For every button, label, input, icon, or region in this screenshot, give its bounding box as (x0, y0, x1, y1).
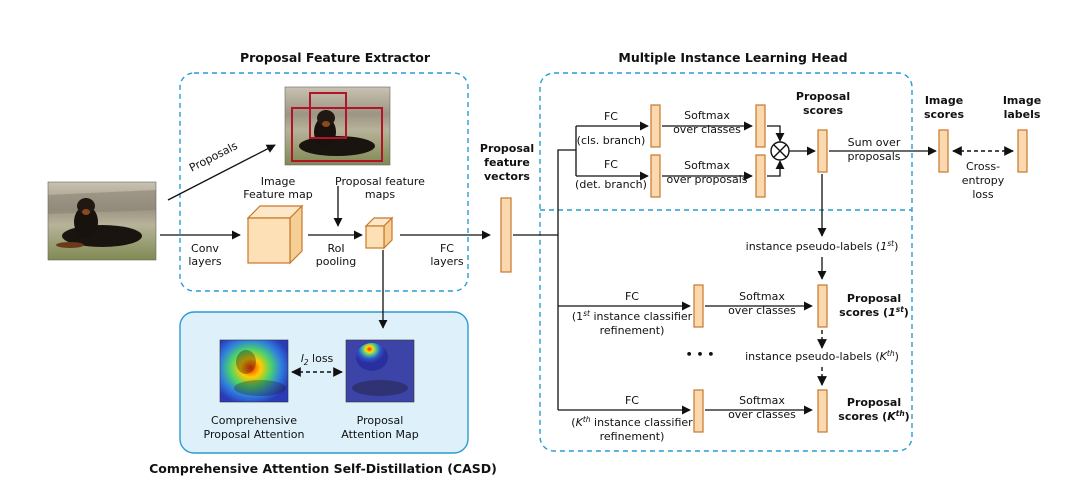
roi-label-2: pooling (316, 255, 357, 268)
conv-label-1: Conv (191, 242, 219, 255)
fanout-trunk (557, 149, 576, 410)
roi-label-1: RoI (327, 242, 344, 255)
softmax-det-2: over proposals (667, 173, 748, 186)
image-labels-label-2: labels (1004, 108, 1041, 121)
sum-label-2: proposals (848, 150, 901, 163)
image-labels-label-1: Image (1003, 94, 1041, 107)
refine1-softmax-2: over classes (728, 304, 796, 317)
conv-label-2: layers (188, 255, 222, 268)
ce-label-3: loss (972, 188, 994, 201)
proposal-attention-map (345, 339, 415, 403)
pseudo-labels-k: instance pseudo-labels (Kth) (745, 349, 899, 363)
vectors-label-3: vectors (484, 170, 530, 183)
image-feature-map-label-1: Image (261, 175, 296, 188)
refine1-fc-bar (693, 284, 704, 328)
sum-label-1: Sum over (848, 136, 901, 149)
proposals-arrow (167, 144, 276, 201)
proposals-image (284, 86, 391, 166)
fc-label-2: layers (430, 255, 464, 268)
refine1-scores-label-2: scores (1st) (839, 305, 909, 319)
det-to-product-arrow (767, 160, 785, 177)
ellipsis-dots: • • • (686, 348, 715, 361)
product-icon (770, 141, 790, 161)
comprehensive-attention-heatmap (219, 339, 289, 403)
proposals-label: Proposals (187, 139, 240, 175)
refine1-desc-2: refinement) (600, 324, 665, 337)
title-proposal-feature-extractor: Proposal Feature Extractor (240, 50, 431, 65)
det-branch-label: (det. branch) (575, 178, 647, 191)
pseudo-labels-1: instance pseudo-labels (1st) (746, 239, 899, 253)
softmax-cls-1: Softmax (684, 109, 730, 122)
refine1-desc-1: (1st instance classifier (572, 309, 693, 323)
proposal-feature-cube (364, 216, 394, 250)
refine1-softmax-1: Softmax (739, 290, 785, 303)
refine1-fc-label: FC (625, 290, 639, 303)
proposal-feature-vector-bar (500, 197, 512, 273)
vectors-label-2: feature (484, 156, 530, 169)
refinek-fc-bar (693, 389, 704, 433)
comprehensive-label-2: Proposal Attention (204, 428, 305, 441)
ce-label-1: Cross- (966, 160, 1000, 173)
pam-label-2: Attention Map (341, 428, 418, 441)
cls-to-product-arrow (767, 125, 785, 142)
refinek-softmax-1: Softmax (739, 394, 785, 407)
cls-branch-label: (cls. branch) (577, 134, 646, 147)
proposal-scores-label-2: scores (803, 104, 844, 117)
proposal-feature-maps-label-2: maps (365, 188, 395, 201)
refine1-scores-label-1: Proposal (847, 292, 901, 305)
det-softmax-bar (755, 154, 766, 198)
title-casd: Comprehensive Attention Self-Distillatio… (149, 461, 497, 476)
title-mil-head: Multiple Instance Learning Head (618, 50, 847, 65)
image-feature-map-label-2: Feature map (243, 188, 313, 201)
image-scores-label-1: Image (925, 94, 963, 107)
pam-label-1: Proposal (357, 414, 404, 427)
fc-cls-label: FC (604, 110, 618, 123)
refine1-scores-bar (817, 284, 828, 328)
proposal-feature-maps-label-1: Proposal feature (335, 175, 425, 188)
l2-loss-label: l2 loss (301, 352, 334, 367)
refinek-scores-label-2: scores (Kth) (838, 409, 909, 423)
fc-label-1: FC (440, 242, 454, 255)
refinek-desc-2: refinement) (600, 430, 665, 443)
image-scores-bar (938, 129, 949, 173)
softmax-cls-2: over classes (673, 123, 741, 136)
cls-softmax-bar (755, 104, 766, 148)
ce-label-2: entropy (962, 174, 1005, 187)
image-feature-map-cube (246, 204, 304, 265)
proposal-box-2 (291, 107, 383, 162)
mil-head-box (539, 72, 913, 452)
proposal-scores-label-1: Proposal (796, 90, 850, 103)
fc-det-label: FC (604, 158, 618, 171)
softmax-det-1: Softmax (684, 159, 730, 172)
refinek-desc-1: (Kth instance classifier (571, 415, 693, 429)
image-scores-label-2: scores (924, 108, 965, 121)
image-labels-bar (1017, 129, 1028, 173)
refinek-scores-label-1: Proposal (847, 396, 901, 409)
det-fc-bar (650, 154, 661, 198)
comprehensive-label-1: Comprehensive (211, 414, 297, 427)
vectors-label-1: Proposal (480, 142, 534, 155)
proposal-scores-bar (817, 129, 828, 173)
refinek-scores-bar (817, 389, 828, 433)
proposal-box-1 (309, 92, 347, 139)
cls-fc-bar (650, 104, 661, 148)
refinek-fc-label: FC (625, 394, 639, 407)
refinek-softmax-2: over classes (728, 408, 796, 421)
input-image (47, 181, 157, 261)
extractor-box (179, 72, 469, 292)
